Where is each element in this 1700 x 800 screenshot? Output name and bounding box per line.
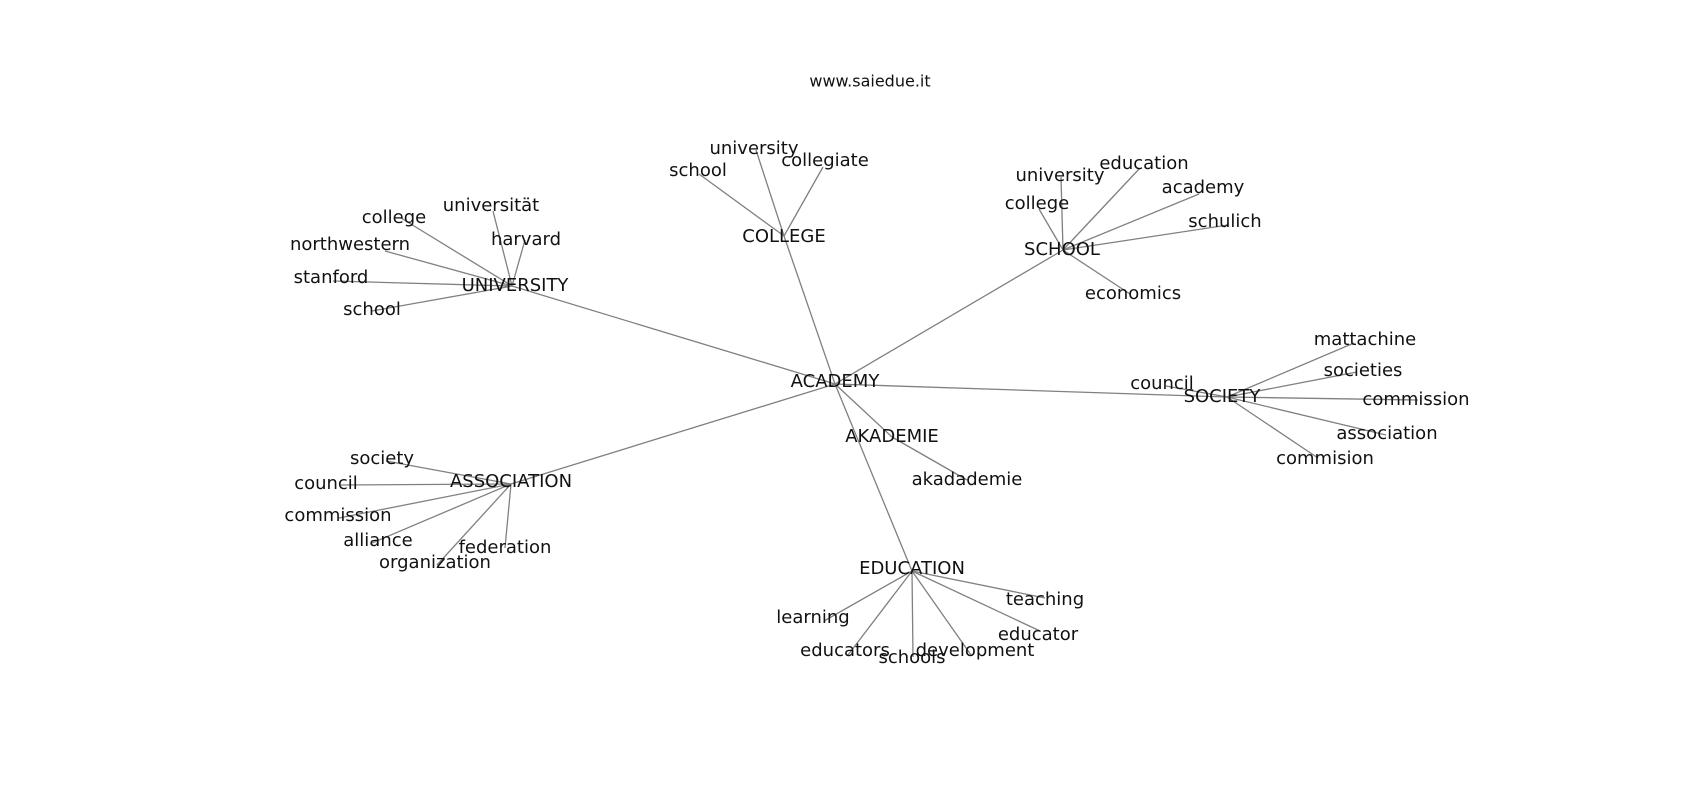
- node-school-university: university: [1015, 165, 1104, 186]
- edge-society-association: [1226, 396, 1387, 436]
- node-university-harvard: harvard: [491, 229, 561, 250]
- edge-society-commision: [1226, 396, 1319, 459]
- edge-association-commission: [338, 483, 512, 519]
- edge-academy-akademie: [834, 383, 893, 438]
- edge-university-northwestern: [384, 250, 513, 287]
- node-association-alliance: alliance: [343, 530, 412, 551]
- edge-education-schools: [911, 570, 914, 658]
- edge-college-university: [755, 149, 785, 237]
- node-school-academy: academy: [1162, 177, 1245, 198]
- edge-society-council: [1165, 385, 1228, 398]
- node-school-schulich: schulich: [1188, 211, 1261, 232]
- node-school-college: college: [1005, 193, 1070, 214]
- site-watermark: www.saiedue.it: [809, 72, 930, 91]
- edge-school-economics: [1062, 249, 1131, 295]
- node-society-commision: commision: [1276, 448, 1374, 469]
- node-university-stanford: stanford: [294, 267, 369, 288]
- edge-academy-university: [511, 285, 836, 385]
- node-education-learning: learning: [776, 607, 849, 628]
- edge-school-education: [1062, 167, 1141, 251]
- edge-association-council: [340, 483, 512, 486]
- edge-college-collegiate: [783, 166, 824, 237]
- node-college-university: university: [709, 138, 798, 159]
- edge-college-school: [698, 173, 785, 237]
- edge-education-educator: [911, 570, 1041, 632]
- graph-labels: ACADEMY UNIVERSITY universität college harva…: [284, 138, 1469, 668]
- edge-association-society: [385, 460, 512, 485]
- edge-academy-association: [510, 383, 836, 485]
- node-hub-akademie: AKADEMIE: [845, 426, 939, 447]
- graph-edges: [332, 149, 1419, 658]
- edge-education-teaching: [911, 570, 1046, 599]
- edge-society-commission: [1226, 396, 1419, 401]
- node-university-school: school: [343, 299, 401, 320]
- node-society-association: association: [1336, 423, 1437, 444]
- node-association-council: council: [294, 473, 358, 494]
- node-school-economics: economics: [1085, 283, 1181, 304]
- node-society-commission: commission: [1362, 389, 1469, 410]
- edge-association-alliance: [371, 483, 512, 544]
- node-education-schools: schools: [878, 647, 945, 668]
- edge-academy-school: [834, 249, 1064, 385]
- node-education-development: development: [916, 640, 1035, 661]
- edge-school-academy: [1062, 193, 1200, 251]
- edge-academy-college: [783, 235, 836, 385]
- edge-association-federation: [504, 483, 512, 549]
- node-association-commission: commission: [284, 505, 391, 526]
- node-akademie-akadademie: akadademie: [912, 469, 1023, 490]
- node-hub-university: UNIVERSITY: [462, 275, 570, 296]
- node-college-collegiate: collegiate: [781, 150, 869, 171]
- node-education-educator: educator: [998, 624, 1079, 645]
- edge-education-educators: [847, 570, 913, 656]
- edge-university-universitat: [492, 210, 513, 287]
- node-society-council: council: [1130, 373, 1194, 394]
- edge-university-college: [400, 217, 513, 287]
- edge-education-development: [911, 570, 972, 656]
- node-association-organization: organization: [379, 552, 491, 573]
- node-hub-society: SOCIETY: [1184, 386, 1262, 407]
- edge-education-learning: [823, 570, 913, 622]
- node-college-school: school: [669, 160, 727, 181]
- node-university-universitat: universität: [443, 195, 539, 216]
- node-education-teaching: teaching: [1006, 589, 1084, 610]
- edge-academy-education: [834, 383, 913, 572]
- node-hub-association: ASSOCIATION: [450, 471, 572, 492]
- edge-academy-society: [834, 383, 1228, 398]
- edge-school-university: [1060, 176, 1064, 251]
- edge-university-stanford: [332, 280, 513, 287]
- node-university-college: college: [362, 207, 427, 228]
- edge-association-organization: [436, 483, 512, 566]
- node-school-education: education: [1099, 153, 1188, 174]
- edge-society-mattachine: [1226, 342, 1355, 398]
- node-hub-college: COLLEGE: [742, 226, 826, 247]
- node-education-educators: educators: [800, 640, 890, 661]
- node-association-society: society: [350, 448, 414, 469]
- edge-university-school: [371, 285, 513, 312]
- node-society-societies: societies: [1324, 360, 1403, 381]
- node-university-northwestern: northwestern: [290, 234, 410, 255]
- node-hub-education: EDUCATION: [859, 558, 965, 579]
- edge-university-harvard: [511, 239, 526, 287]
- edge-school-college: [1038, 208, 1064, 251]
- node-hub-school: SCHOOL: [1024, 239, 1100, 260]
- node-academy-center: ACADEMY: [791, 371, 881, 392]
- edge-school-schulich: [1062, 224, 1229, 251]
- node-society-mattachine: mattachine: [1314, 329, 1417, 350]
- node-association-federation: federation: [459, 537, 552, 558]
- edge-akademie-akadademie: [891, 436, 968, 481]
- edge-society-societies: [1226, 371, 1358, 398]
